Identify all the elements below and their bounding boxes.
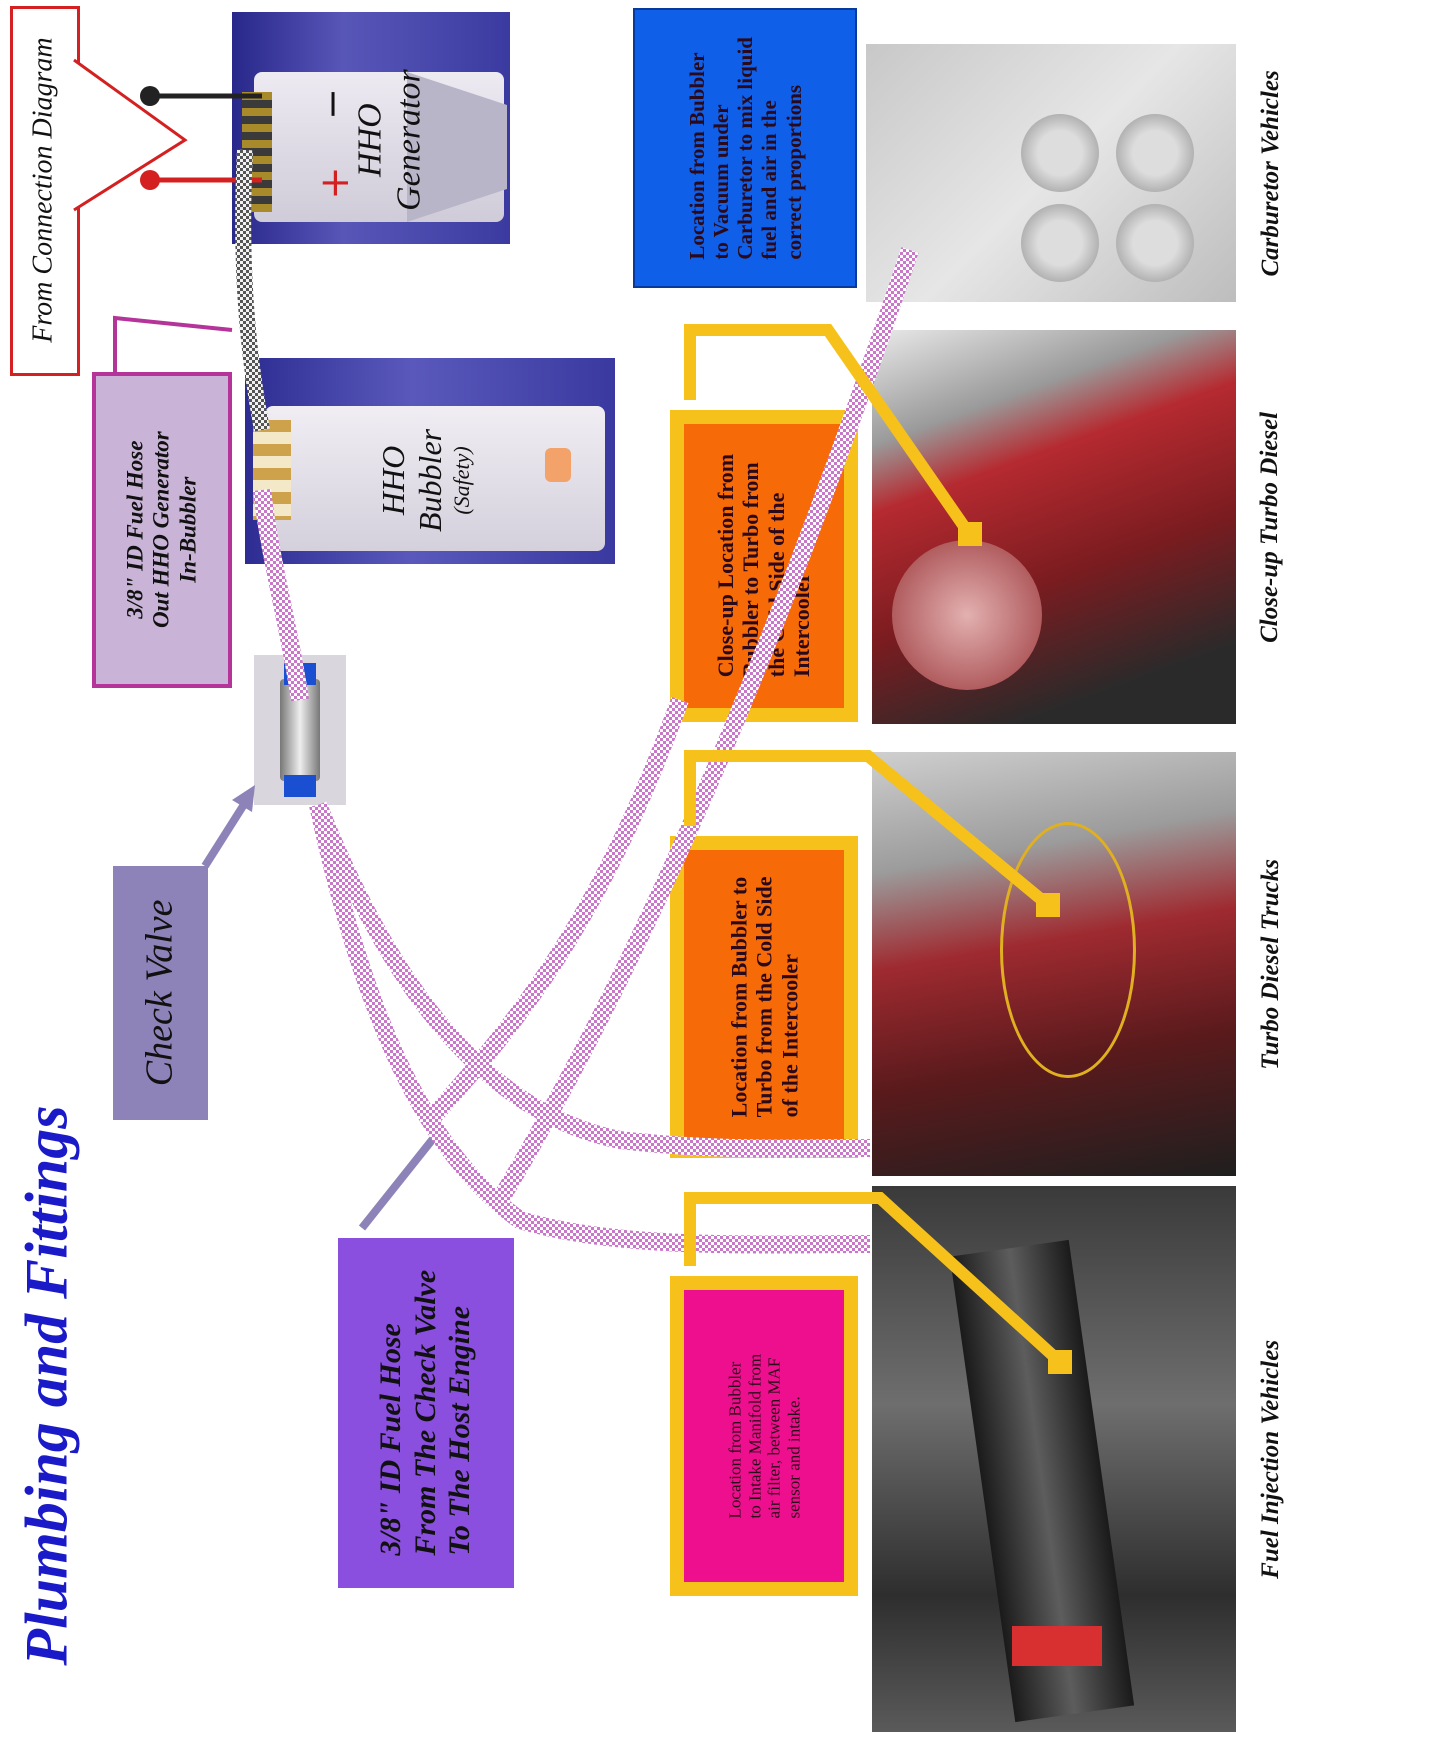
hose-out-line3: To The Host Engine xyxy=(443,1306,477,1556)
bubbler-label-safety: (Safety) xyxy=(449,445,475,515)
carb-barrel-3 xyxy=(1021,204,1099,282)
connection-label: From Connection Diagram xyxy=(27,37,59,343)
fuel-line4: sensor and intake. xyxy=(783,1396,803,1519)
hose-to-closeup-turbo xyxy=(423,696,689,1127)
carburetor-photo xyxy=(866,44,1236,302)
hose-in-label-wrap: 3/8" ID Fuel Hose Out HHO Generator In-B… xyxy=(92,372,232,688)
fuel-injection-photo xyxy=(872,1186,1236,1732)
plus-sign: + xyxy=(311,166,358,200)
fuel-line1: Location from Bubbler xyxy=(724,1361,744,1519)
page-title: Plumbing and Fittings xyxy=(14,1104,80,1666)
caption-carburetor: Carburetor Vehicles xyxy=(1256,69,1284,277)
turbo-location-wrap: Location from Bubbler to Turbo from the … xyxy=(670,836,858,1158)
closeup-location-wrap: Close-up Location from Bubbler to Turbo … xyxy=(670,410,858,722)
connection-callout xyxy=(10,6,80,376)
carb-location-wrap: Location from Bubbler to Vacuum under Ca… xyxy=(633,8,857,288)
check-valve-cap-bottom xyxy=(284,775,316,797)
check-valve-body xyxy=(280,679,320,781)
page-title-wrap: Plumbing and Fittings xyxy=(0,1060,95,1710)
closeup-line3: the Cold Side of the xyxy=(764,493,790,678)
hose-in-line3: In-Bubbler xyxy=(175,476,201,584)
bubbler-label-hho: HHO xyxy=(375,445,412,515)
hose-out-label-wrap: 3/8" ID Fuel Hose From The Check Valve T… xyxy=(338,1238,514,1588)
connection-callout-tail xyxy=(73,58,188,212)
hose-out-callout xyxy=(338,1238,514,1588)
generator-label-generator: Generator xyxy=(391,69,428,211)
closeup-line4: Intercooler xyxy=(789,572,815,678)
hose-out-callout-leader xyxy=(358,1127,444,1231)
caption-fuel-wrap: Fuel Injection Vehicles xyxy=(1246,1186,1296,1732)
bubbler-label-bubbler: Bubbler xyxy=(412,428,449,532)
turbo-line1: Location from Bubbler to xyxy=(726,876,752,1118)
bubbler-label-wrap: HHO Bubbler (Safety) xyxy=(355,400,495,560)
turbo-line2: Turbo from the Cold Side xyxy=(751,876,777,1118)
hose-in-line2: Out HHO Generator xyxy=(148,431,174,629)
closeup-turbo-housing xyxy=(892,540,1042,690)
fuel-location-wrap: Location from Bubbler to Intake Manifold… xyxy=(670,1276,858,1596)
turbo-trucks-photo xyxy=(872,752,1236,1176)
caption-carburetor-wrap: Carburetor Vehicles xyxy=(1246,44,1296,302)
minus-sign: − xyxy=(309,88,354,120)
turbo-line3: of the Intercooler xyxy=(776,954,802,1118)
check-valve-arrow xyxy=(201,792,254,869)
check-valve-label: Check Valve xyxy=(138,899,181,1087)
caption-closeup: Close-up Turbo Diesel xyxy=(1256,411,1284,643)
carb-line5: correct proportions xyxy=(781,84,806,260)
carb-line1: Location from Bubbler xyxy=(684,52,709,260)
check-valve-photo xyxy=(254,655,346,805)
bubbler-orange-dot xyxy=(545,448,571,482)
carb-barrel-1 xyxy=(1021,114,1099,192)
caption-closeup-wrap: Close-up Turbo Diesel xyxy=(1246,330,1296,724)
hose-out-line2: From The Check Valve xyxy=(408,1270,442,1556)
negative-terminal-dot xyxy=(140,86,160,106)
closeup-turbo-photo xyxy=(872,330,1236,724)
bubbler-fittings xyxy=(253,420,291,520)
caption-turbo-wrap: Turbo Diesel Trucks xyxy=(1246,752,1296,1176)
fuel-line2: to Intake Manifold from xyxy=(744,1353,764,1519)
hose-out-line1: 3/8" ID Fuel Hose xyxy=(374,1323,408,1556)
intake-clamp xyxy=(1012,1626,1102,1666)
caption-fuel: Fuel Injection Vehicles xyxy=(1256,1339,1284,1579)
check-valve-arrowhead xyxy=(232,785,255,812)
carb-line3: Carburetor to mix liquid xyxy=(732,36,757,260)
carb-barrel-4 xyxy=(1116,204,1194,282)
carb-location-callout xyxy=(633,8,857,288)
connection-label-wrap: From Connection Diagram xyxy=(10,6,78,374)
hose-in-line1: 3/8" ID Fuel Hose xyxy=(122,440,148,620)
closeup-line1: Close-up Location from xyxy=(713,454,739,678)
hose-in-callout xyxy=(92,372,232,688)
carb-line4: fuel and air in the xyxy=(757,99,782,260)
carb-line2: to Vacuum under xyxy=(708,104,733,260)
caption-turbo: Turbo Diesel Trucks xyxy=(1256,858,1284,1070)
positive-terminal-dot xyxy=(140,170,160,190)
fuel-line3: air filter, between MAF xyxy=(763,1357,783,1519)
hose-in-callout-tail xyxy=(113,315,233,372)
check-valve-label-wrap: Check Valve xyxy=(113,866,208,1120)
closeup-line2: Bubbler to Turbo from xyxy=(738,462,764,678)
carb-barrel-2 xyxy=(1116,114,1194,192)
check-valve-callout xyxy=(113,866,208,1120)
generator-terminals xyxy=(242,92,272,212)
turbo-highlight-ellipse xyxy=(1000,822,1136,1078)
check-valve-cap-top xyxy=(284,663,316,685)
